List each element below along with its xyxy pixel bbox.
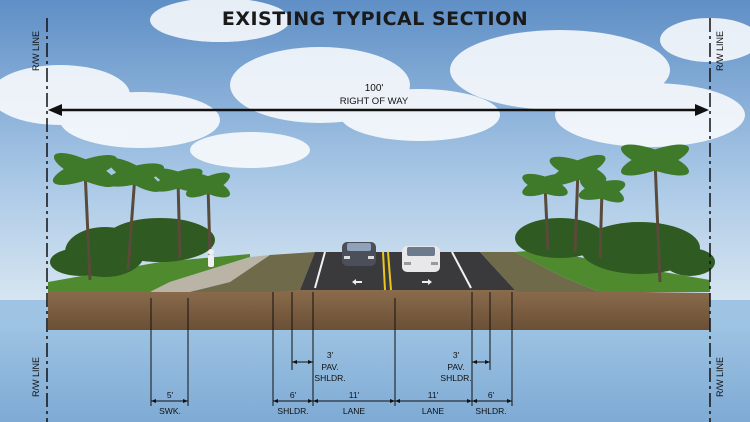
- sidewalk: [150, 255, 270, 292]
- center-stripe-1: [382, 251, 386, 291]
- right-shoulder-label: SHLDR.: [475, 406, 507, 416]
- below-ground: [0, 330, 750, 422]
- left-shoulder-label: SHLDR.: [277, 406, 309, 416]
- clouds: [0, 0, 750, 168]
- soil-layer: [48, 290, 710, 330]
- edge-stripe-right: [451, 251, 472, 289]
- left-lane-label: LANE: [342, 406, 366, 416]
- left-paved-shoulder-width: 3': [326, 350, 334, 360]
- right-paved-shoulder-width: 3': [452, 350, 460, 360]
- row-width: 100': [364, 83, 384, 94]
- right-lane-width: 11': [427, 390, 439, 400]
- grass-left: [48, 254, 250, 292]
- rw-label-bottom-left: R/W LINE: [31, 357, 41, 398]
- center-stripe-2: [387, 251, 392, 291]
- left-paved-shoulder-line2: SHLDR.: [314, 373, 346, 383]
- rw-label-top-left: R/W LINE: [31, 31, 41, 72]
- left-paved-shoulder-line1: PAV.: [321, 362, 339, 372]
- palms-right: [543, 159, 662, 283]
- shoulder-left: [190, 252, 315, 292]
- palms-left: [83, 169, 212, 281]
- shrubs-right: [515, 218, 715, 276]
- rw-label-bottom-right: R/W LINE: [715, 357, 725, 398]
- right-paved-shoulder-line1: PAV.: [447, 362, 465, 372]
- edge-stripe-left: [314, 251, 326, 289]
- palm-fronds-left: [52, 153, 231, 198]
- row-label: RIGHT OF WAY: [339, 96, 409, 107]
- rw-label-top-right: R/W LINE: [715, 31, 725, 72]
- shoulder-right: [480, 252, 600, 292]
- pedestrian: [208, 249, 214, 267]
- right-lane-label: LANE: [421, 406, 445, 416]
- car-left: [342, 242, 376, 266]
- palm-fronds-right: [522, 144, 690, 203]
- sidewalk-label: SWK.: [159, 406, 181, 416]
- sidewalk-width: 5': [166, 390, 174, 400]
- right-paved-shoulder-line2: SHLDR.: [440, 373, 472, 383]
- car-right: [402, 246, 440, 272]
- row-arrowhead-right: [695, 104, 709, 116]
- road-arrow-right: [422, 279, 432, 285]
- left-shoulder-width: 6': [289, 390, 297, 400]
- dimension-arrowheads: [151, 360, 512, 403]
- right-shoulder-width: 6': [487, 390, 495, 400]
- diagram-title: EXISTING TYPICAL SECTION: [221, 8, 529, 30]
- row-arrowhead-left: [48, 104, 62, 116]
- left-lane-width: 11': [348, 390, 360, 400]
- dimension-extension-lines: [150, 292, 513, 406]
- road-arrow-left: [352, 279, 362, 285]
